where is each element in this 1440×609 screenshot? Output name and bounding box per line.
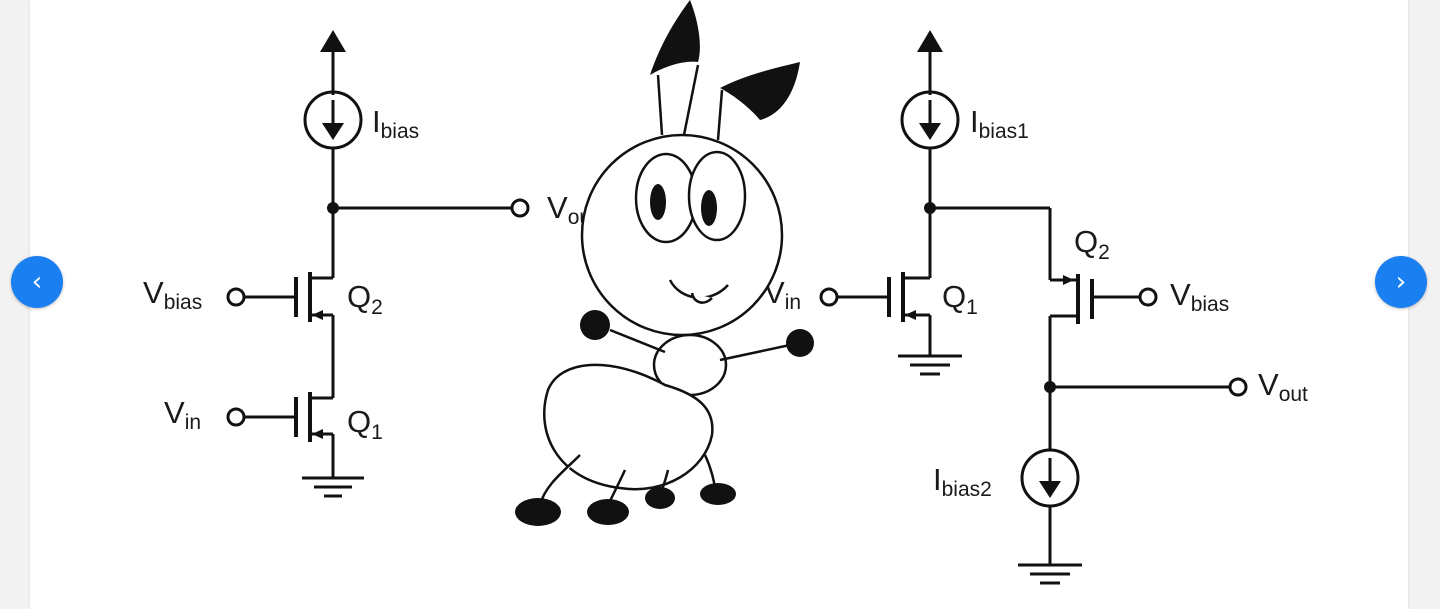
chevron-left-icon: ‹ xyxy=(31,267,43,297)
right-circuit-diagram: Ibias1 Vin Q1 Q2 Vbias Vout Ibias2 xyxy=(764,30,1308,585)
label-q2-left: Q2 xyxy=(347,279,383,319)
chevron-right-icon: › xyxy=(1395,267,1407,297)
label-ibias2: Ibias2 xyxy=(933,462,992,501)
vdd-arrow-right xyxy=(917,30,943,52)
vdd-arrow-left xyxy=(320,30,346,52)
vin-terminal-right xyxy=(819,287,839,307)
label-vout-right: Vout xyxy=(1258,367,1308,406)
previous-slide-button[interactable]: ‹ xyxy=(11,256,63,308)
vbias-terminal-left xyxy=(226,287,246,307)
ant-mascot-illustration xyxy=(515,0,814,526)
label-vin-left: Vin xyxy=(164,395,201,434)
label-ibias: Ibias xyxy=(372,104,419,143)
label-ibias1: Ibias1 xyxy=(970,104,1029,143)
vbias-terminal-right xyxy=(1138,287,1158,307)
next-slide-button[interactable]: › xyxy=(1375,256,1427,308)
label-vbias-left: Vbias xyxy=(143,275,202,314)
left-circuit-diagram: Ibias Vout Vbias Q2 Vin Q1 xyxy=(143,30,597,498)
label-q1-right: Q1 xyxy=(942,279,978,319)
vout-terminal-right xyxy=(1228,377,1248,397)
label-vbias-right: Vbias xyxy=(1170,277,1229,316)
vout-terminal-left xyxy=(510,198,530,218)
vin-terminal-left xyxy=(226,407,246,427)
label-q2-right: Q2 xyxy=(1074,224,1110,264)
label-q1-left: Q1 xyxy=(347,404,383,444)
